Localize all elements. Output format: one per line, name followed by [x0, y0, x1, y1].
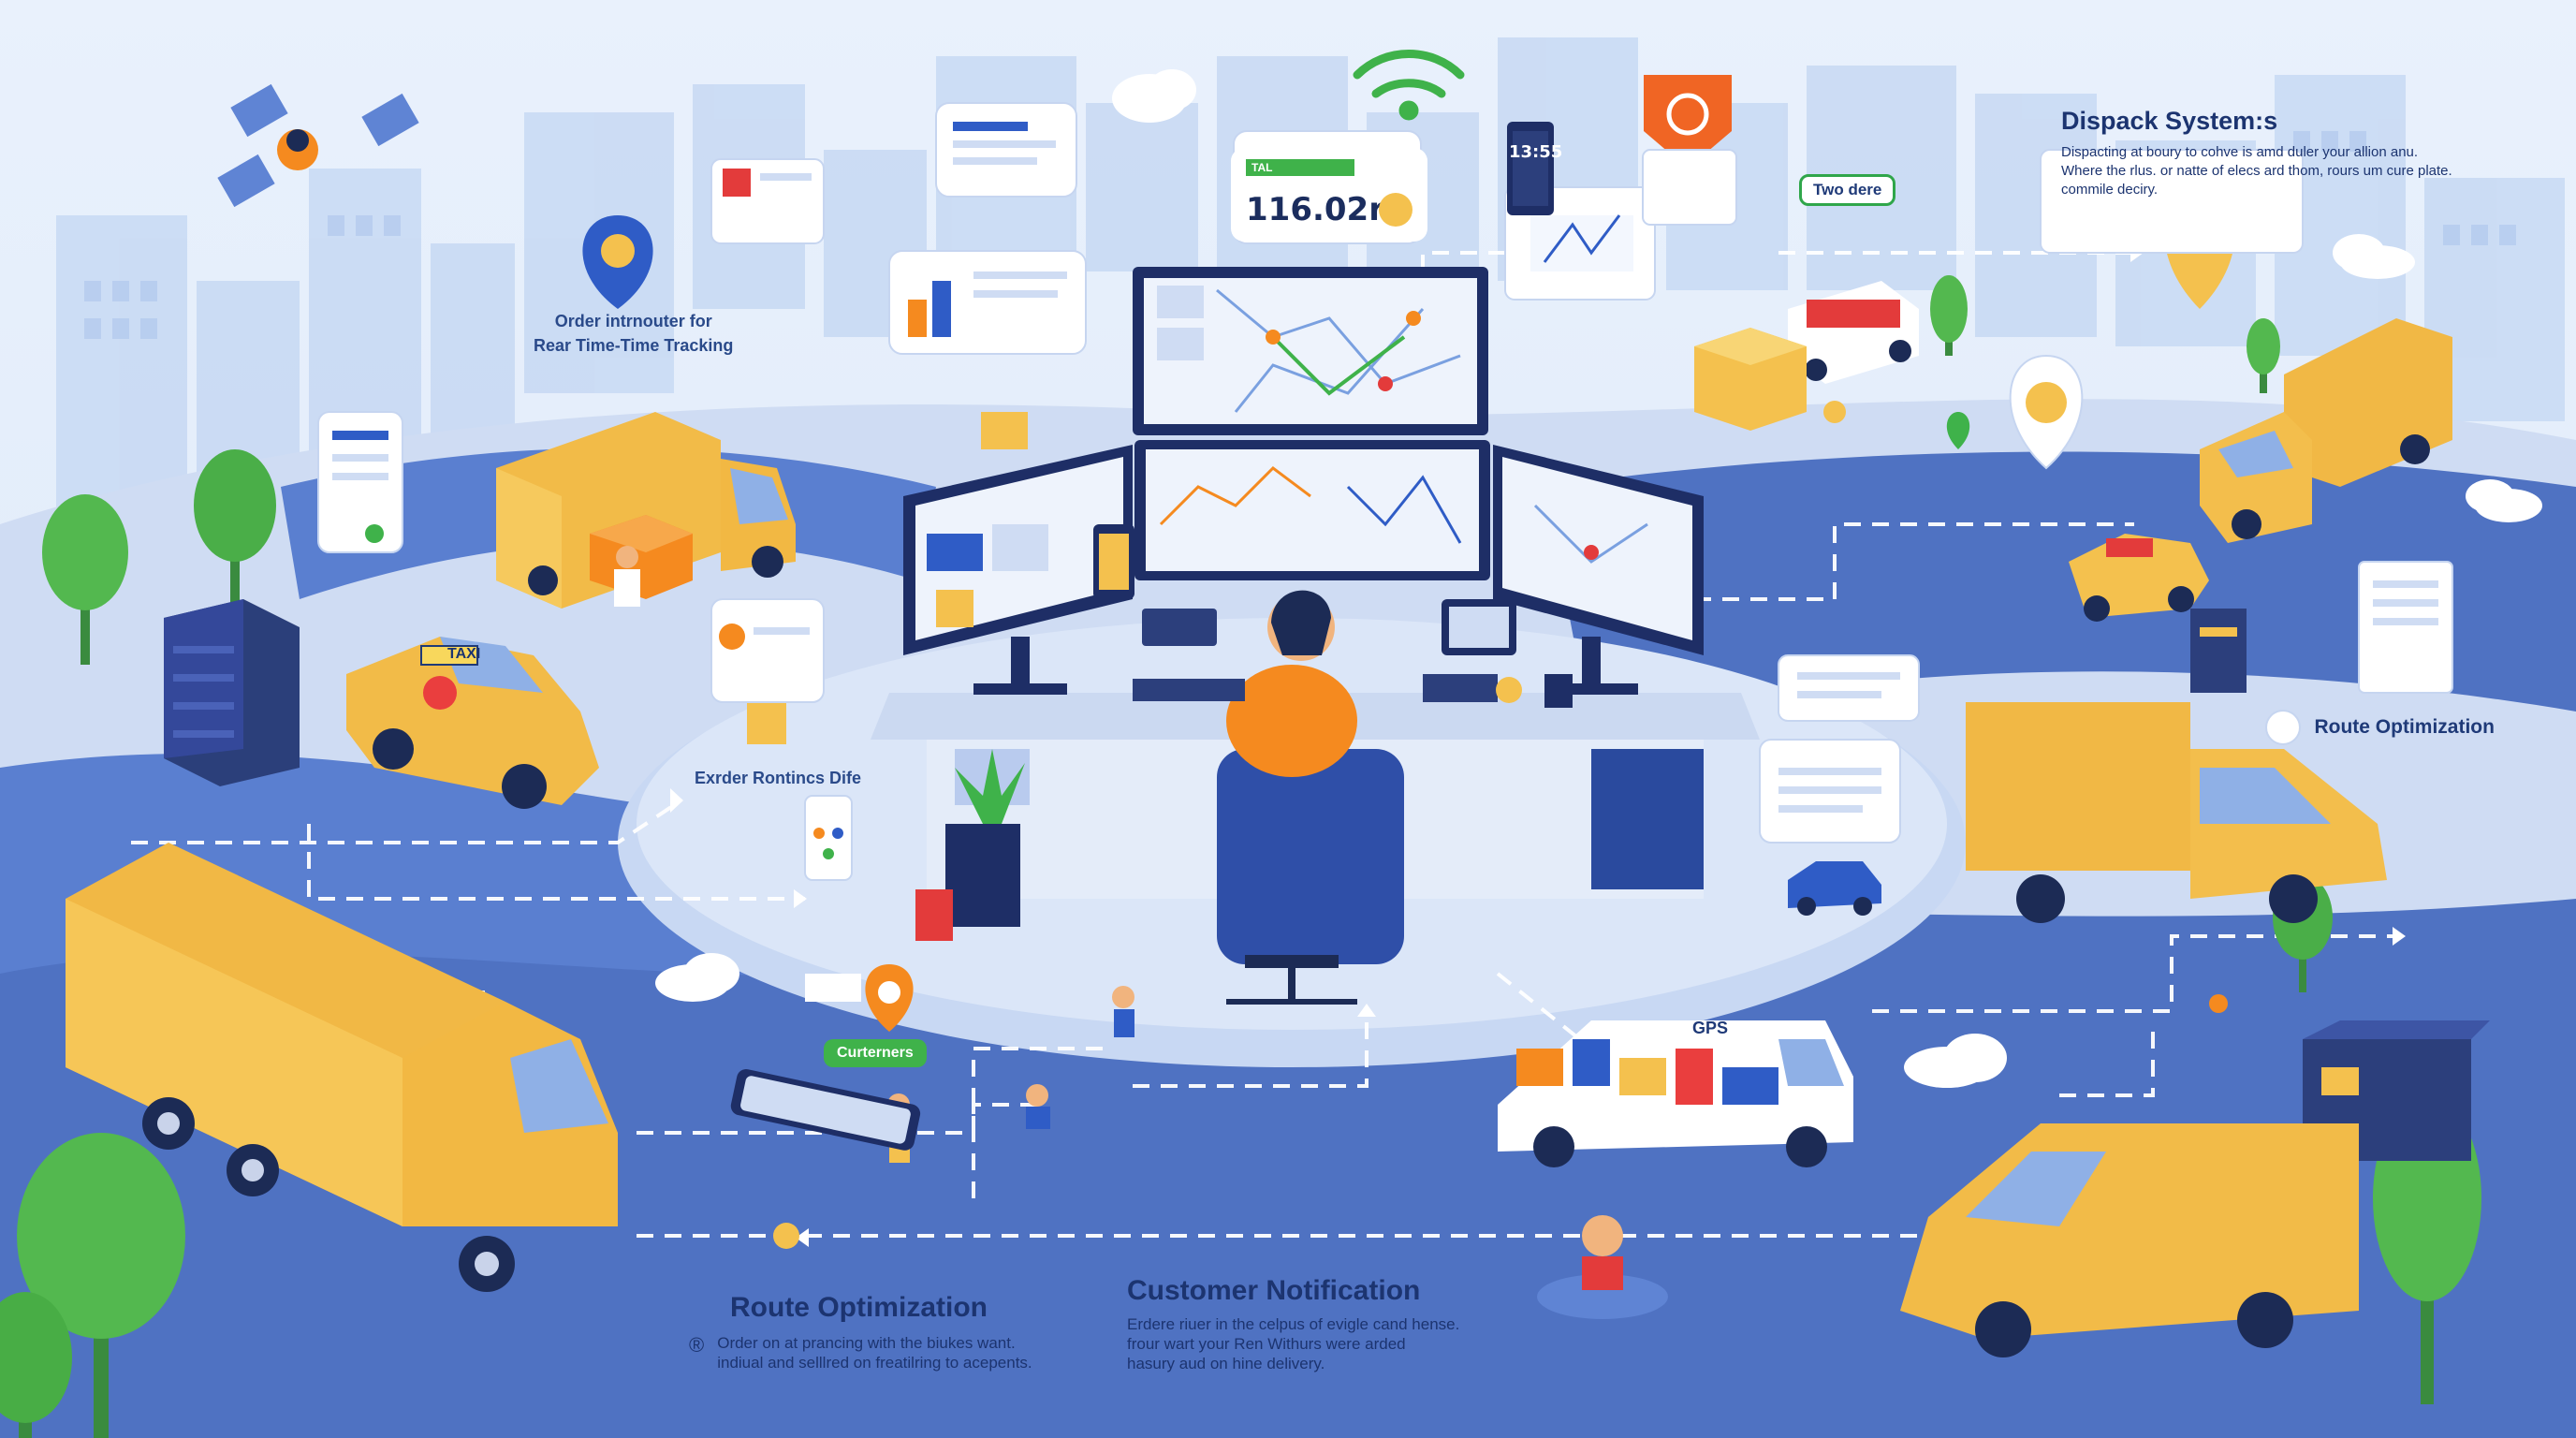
bottom-left-line: indiual and selllred on freatilring to a…: [717, 1354, 1032, 1372]
monitor-wall: [903, 267, 1704, 695]
satellite-icon: [217, 83, 419, 208]
price-card: TAL 116.02r: [1231, 148, 1427, 242]
curterners-pill: Curterners: [824, 1039, 927, 1067]
price-value: 116.02r: [1246, 191, 1384, 228]
bottom-mid-line: frour wart your Ren Withurs were arded: [1127, 1335, 1406, 1353]
van-bottom-right: [1900, 1123, 2359, 1357]
bottom-left-line: Order on at prancing with the biukes wan…: [717, 1334, 1016, 1352]
taxi-car-red: [2069, 534, 2209, 622]
wifi-icon: [1353, 50, 1465, 121]
truck-upper-right: [2200, 318, 2452, 543]
exrder-label: Exrder Rontincs Dife: [695, 769, 862, 787]
location-pin-icons: [773, 354, 2228, 1249]
route-optimization-right: Route Optimization: [2265, 710, 2495, 745]
card-details: [332, 122, 2438, 1002]
bottom-mid-line: Erdere riuer in the celpus of evigle can…: [1127, 1315, 1460, 1333]
plant: [915, 749, 1025, 941]
dispatch-title: Dispack System:s: [2061, 107, 2278, 135]
bottom-left-panel: Route Optimization ® Order on at prancin…: [689, 1292, 1032, 1372]
dispatch-line: Dispacting at boury to cohve is amd dule…: [2061, 144, 2419, 160]
van-right: [1966, 702, 2387, 923]
phone-time: 13:55: [1509, 142, 1563, 162]
dispatch-system-panel: Dispack System:s Dispacting at boury to …: [2061, 107, 2452, 199]
coin-icon: [1379, 193, 1412, 227]
bottom-mid-line: hasury aud on hine delivery.: [1127, 1355, 1325, 1372]
gps-label: GPS: [1692, 1019, 1729, 1037]
server-rack-left: [164, 599, 300, 786]
bottom-mid-panel: Customer Notification Erdere riuer in th…: [1127, 1275, 1459, 1373]
gps-van: [1498, 1020, 1853, 1167]
price-small-label: TAL: [1246, 159, 1354, 176]
map-pin-icon: [582, 215, 653, 309]
dispatch-line: commile deciry.: [2061, 182, 2159, 198]
red-bus: [1788, 281, 1919, 384]
keyboard-and-accessories: [1093, 524, 1573, 708]
clouds: [655, 69, 2542, 1088]
tracking-label: Order intrnouter for Rear Time-Time Trac…: [534, 309, 733, 358]
blue-car: [1788, 861, 1881, 916]
bottom-mid-title: Customer Notification: [1127, 1275, 1421, 1306]
tracking-line: Order intrnouter for: [554, 312, 712, 330]
taxi-pickup: [346, 637, 599, 809]
dispatcher-person: [1217, 590, 1404, 1005]
truck-large-left: [66, 843, 618, 1292]
tracking-line: Rear Time-Time Tracking: [534, 336, 734, 355]
bottom-left-title: Route Optimization: [730, 1292, 988, 1323]
registered-icon: ®: [689, 1333, 705, 1357]
alert-badge: [1644, 75, 1732, 169]
route-optimization-right-text: Route Optimization: [2314, 716, 2495, 738]
two-dere-tag: Two dere: [1799, 174, 1896, 206]
taxi-label: TAXI: [447, 646, 481, 662]
dispatch-line: Where the rlus. or natte of elecs ard th…: [2061, 163, 2452, 179]
route-icon: [2265, 710, 2301, 745]
